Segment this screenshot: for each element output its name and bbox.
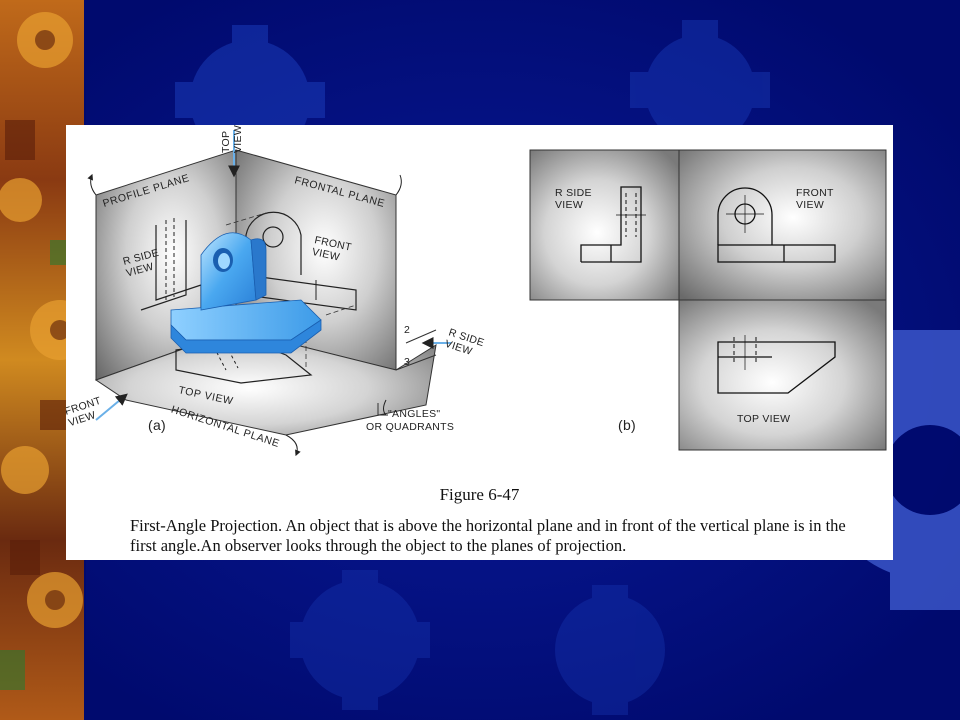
side-view-drawing [580,186,646,263]
svg-text:FRONTVIEW: FRONTVIEW [796,187,834,211]
svg-text:FRONTVIEW: FRONTVIEW [311,234,353,265]
gear-icon [290,570,430,710]
figure-card: TOP VIEW PROFILE PLANE FRONTAL PLANE R S… [66,125,893,560]
figure-number: Figure 6-47 [439,485,520,504]
panel-b-tag: (b) [618,417,636,433]
front-view-arrow-label: FRONTVIEW [66,395,107,430]
figure-caption: First-Angle Projection. An object that i… [130,516,846,555]
r-side-view-arrow-label: R SIDEVIEW [443,326,485,360]
top-view-drawing [717,335,836,394]
quadrant-3-label: 3 [404,356,410,368]
front-view-label-a: FRONTVIEW [311,234,353,265]
projection-diagram: TOP VIEW PROFILE PLANE FRONTAL PLANE R S… [66,125,887,457]
quadrant-2-label: 2 [404,324,410,336]
or-quadrants-label: OR QUADRANTS [366,421,454,433]
top-view-arrow-label: TOP [220,131,232,153]
angles-label: "ANGLES" [388,408,440,420]
gear-icon [630,20,770,160]
front-view-drawing [717,187,836,263]
panel-b-multiview [529,149,887,451]
top-view-label-b: TOP VIEW [737,413,790,425]
top-view-arrow-label-2: VIEW [232,125,244,153]
svg-text:R SIDEVIEW: R SIDEVIEW [555,187,592,211]
panel-a-tag: (a) [148,417,166,433]
panel-a-pictorial [87,130,451,457]
blue-object [170,232,322,354]
svg-text:FRONTVIEW: FRONTVIEW [66,395,107,430]
gear-icon [555,585,665,715]
svg-text:R SIDEVIEW: R SIDEVIEW [443,326,485,360]
